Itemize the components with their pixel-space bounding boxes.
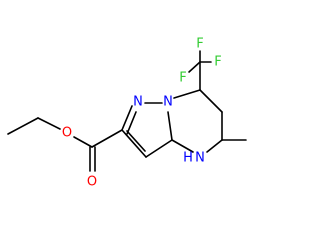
atom-f-right: F <box>214 55 221 70</box>
atom-o-carbonyl: O <box>87 175 97 190</box>
bond-cf3-f-left <box>188 61 201 73</box>
bond-c3-c2-double-a <box>121 129 147 158</box>
bond-c2-n1-double-a <box>121 105 133 131</box>
bonds <box>7 50 247 172</box>
bond-o-carbonyl-c <box>73 136 93 148</box>
bond-c3-c2-double-b <box>126 130 146 152</box>
bond-ester-ring <box>91 129 123 148</box>
bond-ch2-o <box>37 117 61 130</box>
bond-n7a-c7 <box>173 89 201 99</box>
atom-labels: O O N N N H F F F <box>62 37 222 190</box>
atom-o-ether: O <box>62 126 72 141</box>
bond-ch3-ch2 <box>7 117 39 135</box>
atom-n-ring-upper: N <box>133 95 143 110</box>
bond-c2-n1-double-b <box>126 111 137 135</box>
atom-f-top: F <box>196 37 203 52</box>
atom-nh-n: N <box>195 151 205 166</box>
atom-f-left: F <box>179 71 186 86</box>
atom-n-bridge: N <box>163 95 173 110</box>
bond-c3a-c3 <box>145 139 173 158</box>
bond-c7-c6 <box>199 89 223 113</box>
molecule-structure: O O N N N H F F F <box>7 37 247 190</box>
atom-nh-h: H <box>183 151 193 166</box>
bond-nh-c3a <box>171 139 194 153</box>
bond-c5-nh <box>206 139 223 153</box>
bond-n7a-c3a <box>167 111 173 141</box>
